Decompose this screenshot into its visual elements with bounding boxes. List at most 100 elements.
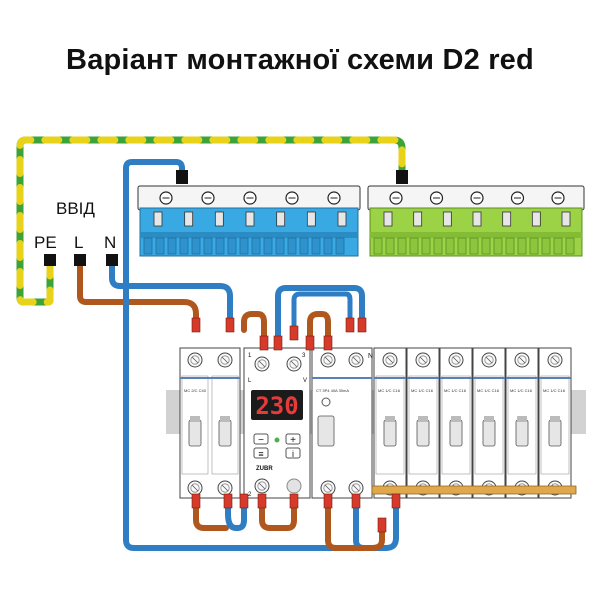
main-to-relay-neutral-wire xyxy=(225,503,247,531)
relay-terminal-3: 3 xyxy=(302,353,306,359)
ground-bus-tooth xyxy=(385,237,395,255)
group-breaker-3-handle xyxy=(449,419,463,447)
group-breaker-2-label: MC 1/C C16 xyxy=(411,388,434,393)
group-breaker-3-label: MC 1/C C16 xyxy=(444,388,467,393)
ground-bus-tooth xyxy=(529,237,539,255)
wire-ferrule xyxy=(357,317,367,333)
ground-bus-tooth xyxy=(457,237,467,255)
svg-text:+: + xyxy=(290,435,296,446)
bus-lugs xyxy=(176,170,408,184)
ground-bus-clamp xyxy=(561,211,571,227)
rcd-mark-n: N xyxy=(368,353,373,360)
terminal-label-l: L xyxy=(74,233,83,252)
rcd-output-phase-wire xyxy=(333,527,385,551)
ground-bus-tooth xyxy=(373,237,383,255)
ground-bus-clamp xyxy=(472,211,482,227)
rcd-label: CT 3P4 40A 30mA xyxy=(316,388,349,393)
rcd-test-button xyxy=(321,397,331,407)
neutral-bus-tooth xyxy=(275,237,285,255)
wire-ferrule xyxy=(377,517,387,533)
input-phase-wire xyxy=(77,259,199,325)
group-breaker-1-handle xyxy=(383,419,397,447)
relay-mark-l: L xyxy=(248,378,252,384)
rcd-bottom-neutral-wire xyxy=(325,503,339,551)
wire-ferrule xyxy=(225,317,235,333)
ground-bus-clamp xyxy=(413,211,423,227)
group-breaker-4-label: MC 1/C C16 xyxy=(477,388,500,393)
ground-bus-clamp xyxy=(442,211,452,227)
ground-bus-tooth xyxy=(469,237,479,255)
relay-info-button xyxy=(285,447,301,459)
wire-ferrule xyxy=(257,493,267,509)
ground-bus-tooth xyxy=(493,237,503,255)
relay-display-value: 230 xyxy=(255,392,298,420)
group-breaker-5: MC 1/C C16 xyxy=(505,347,539,499)
ground-bus-tooth xyxy=(445,237,455,255)
group-breaker-5-handle xyxy=(515,419,529,447)
wire-ferrule xyxy=(305,335,315,351)
relay-brand: ZUBR xyxy=(256,466,273,472)
rcd-output-neutral-wire xyxy=(353,503,367,551)
neutral-bus-tooth xyxy=(299,237,309,255)
ground-bus-tooth xyxy=(433,237,443,255)
group-breaker-3: MC 1/C C16 xyxy=(439,347,473,499)
neutral-bus-tooth xyxy=(179,237,189,255)
neutral-bus-tooth xyxy=(143,237,153,255)
input-terminals xyxy=(44,254,118,266)
wire-ferrule xyxy=(223,493,233,509)
ground-bus-tooth xyxy=(505,237,515,255)
rcd-device: CT 3P4 40A 30mA N xyxy=(311,347,373,499)
relay-to-rcd-phase-wire xyxy=(291,291,353,333)
group-breaker-6-handle xyxy=(548,419,562,447)
svg-text:i: i xyxy=(292,449,294,459)
main-to-relay-phase-wire xyxy=(193,503,229,531)
neutral-bus-tooth xyxy=(323,237,333,255)
relay-minus-button xyxy=(253,433,269,445)
relay-to-rcd-neutral-wire xyxy=(275,285,365,343)
group-breaker-5-label: MC 1/C C16 xyxy=(510,388,533,393)
rcd-phase-jumper-wire xyxy=(307,311,331,343)
relay-status-led xyxy=(274,437,280,443)
main-breaker-handle xyxy=(188,419,202,447)
diagram-title: Варіант монтажної схеми D2 red xyxy=(66,44,534,76)
neutral-bus-tooth xyxy=(287,237,297,255)
group-breaker-2-handle xyxy=(416,419,430,447)
group-comb-busbar xyxy=(371,485,577,495)
pe-wire xyxy=(16,136,406,306)
relay-mark-v: V xyxy=(303,378,307,384)
relay-menu-button xyxy=(253,447,269,459)
neutral-bus-tooth xyxy=(251,237,261,255)
neutral-bus-bar xyxy=(137,185,361,257)
neutral-bus-tooth xyxy=(191,237,201,255)
ground-bus-tooth xyxy=(565,237,575,255)
neutral-bus-tooth xyxy=(215,237,225,255)
ground-bus-tooth xyxy=(409,237,419,255)
neutral-bus-clamp xyxy=(306,211,316,227)
input-neutral-wire xyxy=(109,259,233,325)
wire-ferrule xyxy=(191,493,201,509)
terminal-label-n: N xyxy=(104,233,116,252)
ground-bus-tooth xyxy=(397,237,407,255)
main-breaker-label: MC 2/C C40 xyxy=(184,388,207,393)
relay-terminal-2: 2 xyxy=(248,492,252,498)
svg-text:−: − xyxy=(258,435,264,446)
input-label: ВВІД xyxy=(56,199,95,218)
terminal-label-pe: PE xyxy=(34,233,57,252)
neutral-bus-clamp xyxy=(153,211,163,227)
group-breaker-2: MC 1/C C16 xyxy=(406,347,440,499)
main-breaker-handle xyxy=(218,419,232,447)
wire-ferrule xyxy=(239,493,249,509)
wire-ferrule xyxy=(345,317,355,333)
neutral-bus-tooth xyxy=(239,237,249,255)
ground-bus-tooth xyxy=(481,237,491,255)
ground-bus-tooth xyxy=(541,237,551,255)
relay-led xyxy=(286,478,302,494)
neutral-bus-tooth xyxy=(167,237,177,255)
neutral-bus-clamp xyxy=(214,211,224,227)
group-breaker-1: MC 1/C C16 xyxy=(373,347,407,499)
neutral-bus-tooth xyxy=(227,237,237,255)
ground-bus-tooth xyxy=(553,237,563,255)
ground-bus-tooth xyxy=(517,237,527,255)
wire-ferrule xyxy=(191,317,201,333)
wire-ferrule xyxy=(323,335,333,351)
